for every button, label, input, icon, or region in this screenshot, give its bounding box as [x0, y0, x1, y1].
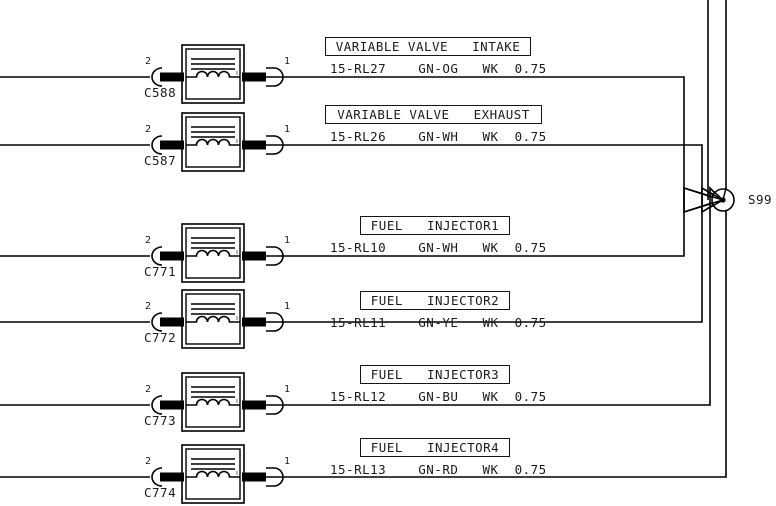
route-exhaust-leader: [701, 199, 724, 213]
connector-id-C773: C773: [144, 413, 177, 428]
pin-left-blade: [160, 72, 184, 82]
socket-left-shell: [151, 67, 163, 87]
wire-spec-C772: 15-RL11 GN-YE WK 0.75: [330, 315, 547, 330]
device-symbol-C774: [151, 444, 284, 504]
socket-right-shell: [266, 135, 284, 155]
splice-dot: [720, 197, 726, 203]
pin-number-left-C773: 2: [145, 384, 152, 395]
connector-id-C587: C587: [144, 153, 177, 168]
route-inj1-leader: [683, 187, 724, 201]
socket-left-shell: [151, 467, 163, 487]
wire-spec-C587: 15-RL26 GN-WH WK 0.75: [330, 129, 547, 144]
solenoid-coil: [186, 70, 240, 78]
device-name-box-C773: FUEL INJECTOR3: [360, 365, 510, 384]
device-box-inner: [185, 227, 241, 279]
wire-spec-C773: 15-RL12 GN-BU WK 0.75: [330, 389, 547, 404]
device-name-C774: FUEL INJECTOR4: [370, 440, 500, 455]
device-name-box-C588: VARIABLE VALVE INTAKE: [325, 37, 531, 56]
device-name-box-C774: FUEL INJECTOR4: [360, 438, 510, 457]
connector-id-C772: C772: [144, 330, 177, 345]
device-name-box-C771: FUEL INJECTOR1: [360, 216, 510, 235]
pin-number-right-C773: 1: [284, 384, 291, 395]
device-box-inner: [185, 293, 241, 345]
pin-number-right-C771: 1: [284, 235, 291, 246]
pin-number-left-C774: 2: [145, 456, 152, 467]
device-box-outer: [181, 112, 245, 172]
wire-spec-C588: 15-RL27 GN-OG WK 0.75: [330, 61, 547, 76]
socket-right-shell: [266, 312, 284, 332]
pin-left-blade: [160, 140, 184, 150]
wire-spec-C771: 15-RL10 GN-WH WK 0.75: [330, 240, 547, 255]
device-name-box-C772: FUEL INJECTOR2: [360, 291, 510, 310]
device-symbol-C771: [151, 223, 284, 283]
device-box-inner: [185, 376, 241, 428]
device-name-C588: VARIABLE VALVE INTAKE: [335, 39, 521, 54]
solenoid-coil: [186, 470, 240, 478]
device-box-inner: [185, 448, 241, 500]
device-name-C772: FUEL INJECTOR2: [370, 293, 500, 308]
device-box-outer: [181, 372, 245, 432]
pin-right-blade: [242, 472, 266, 482]
socket-right-shell: [266, 467, 284, 487]
pin-number-left-C587: 2: [145, 124, 152, 135]
pin-number-left-C772: 2: [145, 301, 152, 312]
splice-label: S99: [748, 192, 773, 207]
device-symbol-group: [151, 44, 284, 504]
connector-id-C774: C774: [144, 485, 177, 500]
device-symbol-C588: [151, 44, 284, 104]
route-inj3-leader: [709, 187, 724, 201]
device-symbol-C587: [151, 112, 284, 172]
solenoid-coil: [186, 249, 240, 257]
pin-number-left-C771: 2: [145, 235, 152, 246]
socket-left-shell: [151, 312, 163, 332]
pin-right-blade: [242, 72, 266, 82]
device-name-C771: FUEL INJECTOR1: [370, 218, 500, 233]
device-box-outer: [181, 44, 245, 104]
pin-right-blade: [242, 400, 266, 410]
socket-left-shell: [151, 246, 163, 266]
device-box-outer: [181, 444, 245, 504]
socket-right-shell: [266, 395, 284, 415]
pin-left-blade: [160, 251, 184, 261]
splice-group: [683, 187, 735, 213]
pin-right-blade: [242, 317, 266, 327]
device-box-inner: [185, 116, 241, 168]
pin-number-right-C588: 1: [284, 56, 291, 67]
device-name-C773: FUEL INJECTOR3: [370, 367, 500, 382]
pin-left-blade: [160, 472, 184, 482]
solenoid-coil: [186, 138, 240, 146]
device-box-outer: [181, 289, 245, 349]
route-exhaust: [262, 144, 722, 214]
socket-right-shell: [266, 246, 284, 266]
device-symbol-C772: [151, 289, 284, 349]
solenoid-coil: [186, 398, 240, 406]
device-name-box-C587: VARIABLE VALVE EXHAUST: [325, 105, 542, 124]
solenoid-coil: [186, 315, 240, 323]
pin-number-right-C587: 1: [284, 124, 291, 135]
pin-left-blade: [160, 317, 184, 327]
pin-number-left-C588: 2: [145, 56, 152, 67]
wire-spec-C774: 15-RL13 GN-RD WK 0.75: [330, 462, 547, 477]
socket-left-shell: [151, 395, 163, 415]
socket-right-shell: [266, 67, 284, 87]
pin-right-blade: [242, 140, 266, 150]
connector-id-C771: C771: [144, 264, 177, 279]
pin-number-right-C772: 1: [284, 301, 291, 312]
device-box-inner: [185, 48, 241, 100]
socket-left-shell: [151, 135, 163, 155]
pin-left-blade: [160, 400, 184, 410]
pin-number-right-C774: 1: [284, 456, 291, 467]
device-name-C587: VARIABLE VALVE EXHAUST: [337, 107, 530, 122]
device-box-outer: [181, 223, 245, 283]
device-symbol-C773: [151, 372, 284, 432]
route-inj2-leader: [701, 187, 724, 201]
route-intake-leader: [683, 199, 724, 213]
connector-id-C588: C588: [144, 85, 177, 100]
pin-right-blade: [242, 251, 266, 261]
